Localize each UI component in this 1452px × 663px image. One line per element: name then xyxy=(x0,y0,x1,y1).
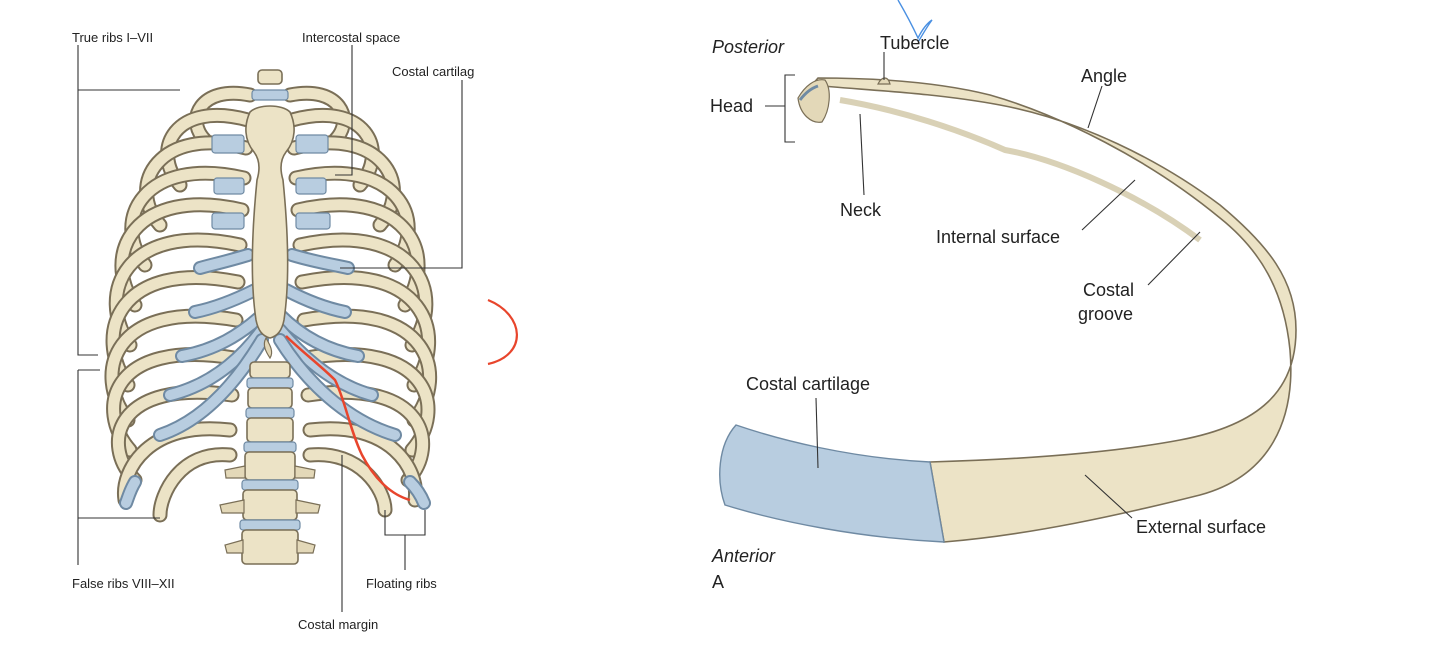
costal-margin-red-annotation xyxy=(285,335,411,502)
vertebral-column xyxy=(219,69,321,565)
rib-body xyxy=(810,77,1297,543)
label-costal-margin: Costal margin xyxy=(298,617,378,632)
rib-costal-cartilage xyxy=(719,424,945,543)
label-tubercle: Tubercle xyxy=(880,33,949,53)
label-panel-letter: A xyxy=(712,572,724,592)
label-false-ribs: False ribs VIII–XII xyxy=(72,576,175,591)
label-intercostal-space: Intercostal space xyxy=(302,30,400,45)
costal-cartilages xyxy=(119,134,431,510)
label-head: Head xyxy=(710,96,753,116)
blue-pen-annotation xyxy=(897,0,933,43)
thorax-leader-lines xyxy=(77,45,463,612)
typical-rib: Posterior Tubercle Head Angle Neck Inter… xyxy=(710,0,1297,592)
label-costal-cartilage-thorax: Costal cartilag xyxy=(392,64,474,79)
rib-inner-surface xyxy=(839,97,1202,243)
rib-head xyxy=(797,79,830,123)
label-costal-groove-2: groove xyxy=(1078,304,1133,324)
sternum xyxy=(245,105,295,360)
label-costal-cartilage-rib: Costal cartilage xyxy=(746,374,870,394)
rib-leader-lines xyxy=(765,52,1201,519)
label-true-ribs: True ribs I–VII xyxy=(72,30,153,45)
label-angle: Angle xyxy=(1081,66,1127,86)
red-bracket-annotation xyxy=(487,298,518,366)
rib-tubercle xyxy=(877,77,891,85)
label-floating-ribs: Floating ribs xyxy=(366,576,437,591)
label-posterior: Posterior xyxy=(712,37,785,57)
label-neck: Neck xyxy=(840,200,882,220)
label-external-surface: External surface xyxy=(1136,517,1266,537)
thoracic-cage: True ribs I–VII Intercostal space Costal… xyxy=(72,30,518,632)
label-internal-surface: Internal surface xyxy=(936,227,1060,247)
label-anterior: Anterior xyxy=(711,546,776,566)
label-costal-groove-1: Costal xyxy=(1083,280,1134,300)
